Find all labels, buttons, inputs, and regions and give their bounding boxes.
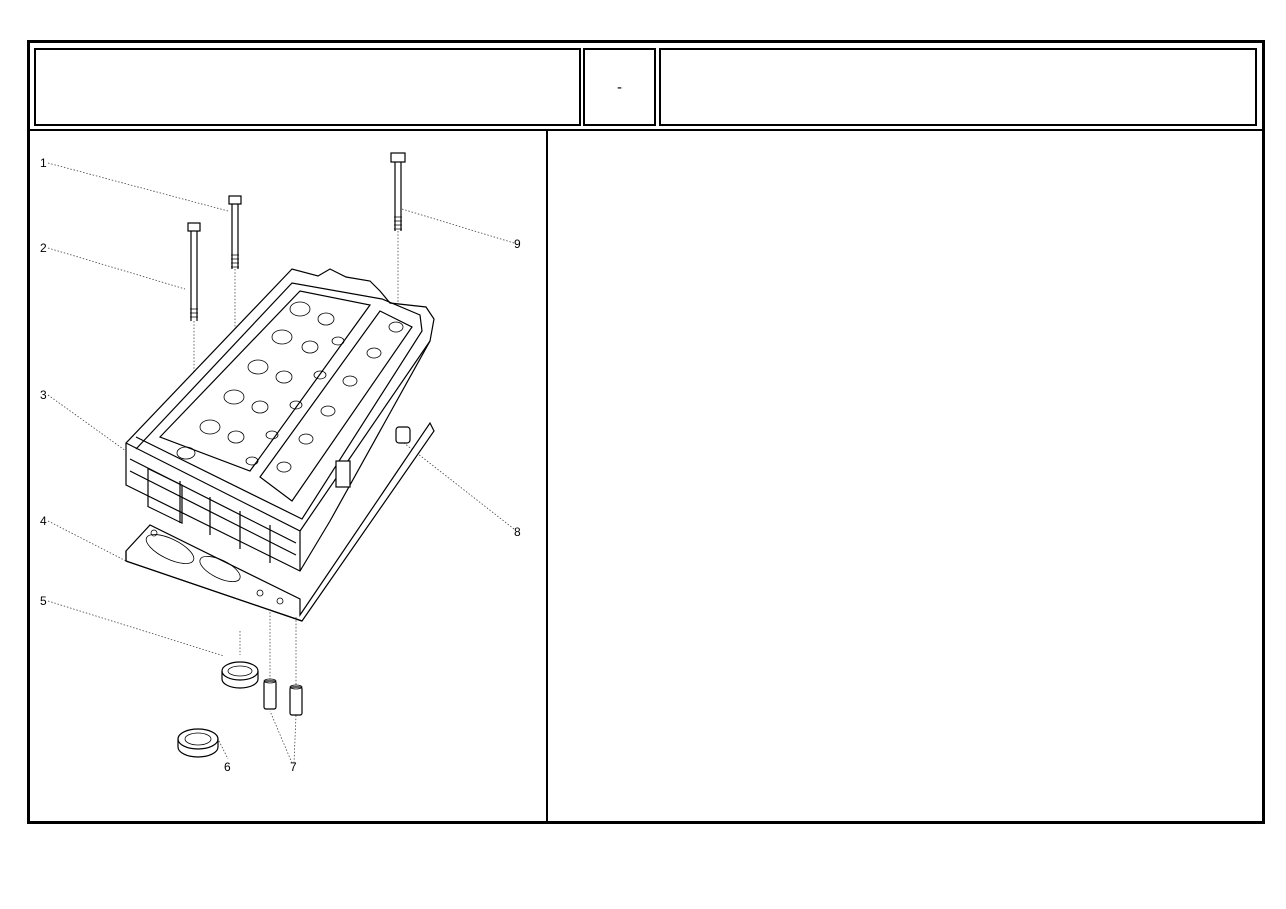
- valve-seat-insert-5: [221, 631, 259, 689]
- title-block-right: [659, 48, 1257, 126]
- callout-3: 3: [40, 388, 47, 402]
- header-divider: [30, 129, 1262, 131]
- leader-4: [47, 520, 131, 564]
- bolt-9: [390, 152, 406, 311]
- callout-2: 2: [40, 241, 47, 255]
- callout-9: 9: [514, 237, 521, 251]
- leader-9: [401, 208, 515, 244]
- callout-6: 6: [224, 760, 231, 774]
- callout-8: 8: [514, 525, 521, 539]
- leader-8: [403, 442, 515, 530]
- title-block-left: [34, 48, 581, 126]
- callout-7: 7: [290, 760, 297, 774]
- leader-7a: [269, 710, 293, 764]
- dowel-pins-7: [263, 609, 303, 716]
- panel-divider: [546, 129, 548, 821]
- valve-seat-insert-6: [177, 728, 219, 758]
- head-gasket: [125, 421, 435, 622]
- leader-1: [47, 162, 229, 212]
- bolt-2: [187, 222, 201, 466]
- cylinder-head-exploded-view-icon: 1 2 3 4 5 6 7 8 9: [40, 152, 521, 774]
- callout-4: 4: [40, 514, 47, 528]
- leader-7b: [293, 714, 297, 764]
- leader-5: [47, 600, 225, 657]
- cylinder-head: [125, 268, 435, 572]
- title-block-middle: -: [583, 48, 656, 126]
- leader-3: [47, 394, 127, 452]
- leader-2: [47, 247, 186, 290]
- right-panel: [548, 131, 1262, 821]
- drawing-frame: -: [27, 40, 1265, 824]
- callout-5: 5: [40, 594, 47, 608]
- bolt-1: [228, 195, 242, 391]
- callout-1: 1: [40, 156, 47, 170]
